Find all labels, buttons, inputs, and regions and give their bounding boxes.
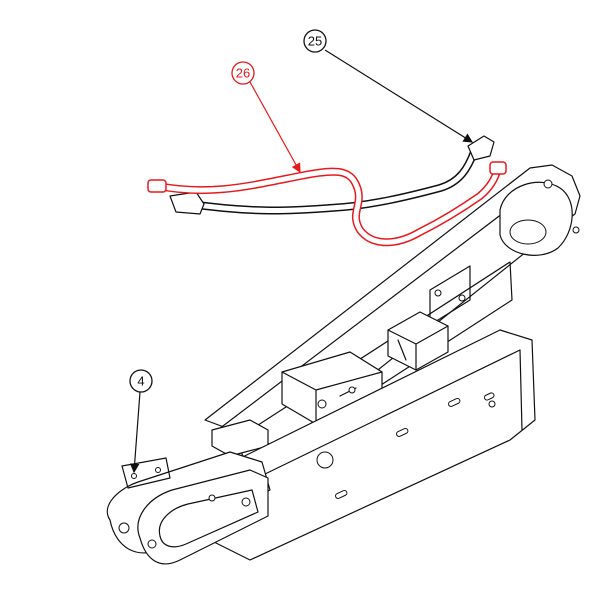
rail-pin-hole [543, 179, 553, 189]
hose-26-fitting-left [147, 179, 167, 193]
chassis-slot-4 [335, 489, 348, 499]
front-plate-pivot [147, 539, 157, 549]
balloon-26 [231, 61, 255, 85]
hose-25 [169, 135, 495, 215]
front-plate-hole-2 [208, 494, 216, 502]
chassis-slot-1 [396, 427, 409, 437]
balloon-25 [303, 29, 327, 53]
arm-frame-assembly [106, 164, 581, 565]
rear-plate-pivot [118, 522, 130, 534]
rear-plate-tab [121, 457, 171, 489]
cross-bracket-upper [387, 311, 449, 371]
chassis-large-hole [316, 451, 334, 469]
hose-26-core [155, 165, 501, 245]
web-hole-2 [434, 289, 442, 297]
callout-4: 4 [129, 369, 153, 474]
balloon-25-label: 25 [308, 34, 322, 49]
bracket-hole-2 [348, 386, 356, 394]
bracket-hole [317, 399, 327, 409]
leader-25 [324, 49, 474, 143]
rail-inner-web [429, 265, 471, 326]
web-hole [458, 294, 466, 302]
rail-bolt-hole [572, 226, 580, 234]
rail-end-housing [499, 181, 573, 256]
hose-25-core [187, 149, 477, 213]
front-plate-hole [241, 497, 251, 507]
balloon-4 [129, 369, 153, 393]
chassis-slot-2 [448, 397, 461, 407]
chassis-bolt-hole [488, 400, 496, 408]
lower-chassis-edge [227, 349, 523, 493]
tab-hole-2 [155, 467, 161, 473]
hose-25-fitting-right [467, 135, 495, 161]
rail-end-opening [509, 219, 547, 245]
cross-bracket-upper-detail [387, 325, 449, 371]
front-plate-cutout [158, 489, 259, 548]
balloon-26-label: 26 [236, 66, 250, 81]
hose-26-fitting-right [489, 161, 507, 175]
hose-25-body [186, 148, 478, 215]
callout-26: 26 [231, 61, 301, 174]
hose-25-fitting-left [169, 191, 205, 215]
leader-26 [249, 81, 301, 174]
balloon-4-label: 4 [137, 374, 144, 389]
chassis-slot-3 [483, 392, 495, 401]
hose-26 [147, 161, 507, 247]
leader-4 [129, 391, 141, 474]
tab-hole [131, 473, 137, 479]
callout-25: 25 [303, 29, 474, 143]
